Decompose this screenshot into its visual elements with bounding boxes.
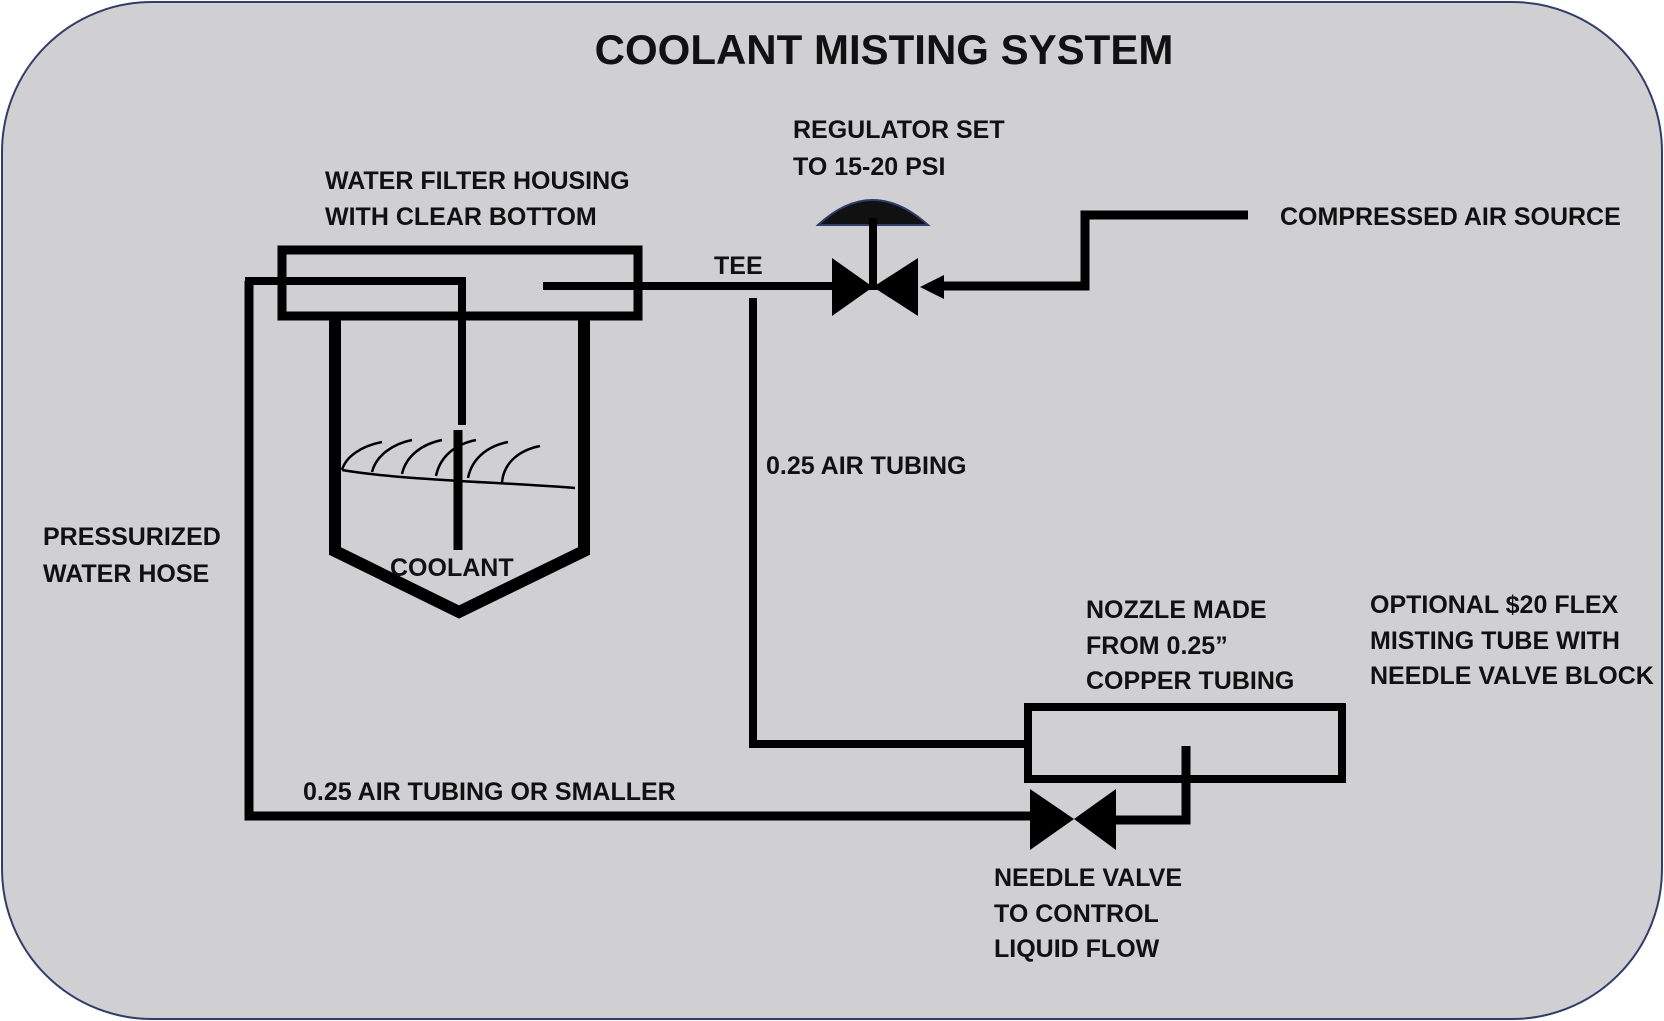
nozzle-feed-tube	[1112, 746, 1191, 825]
compressed-air-line	[940, 210, 1248, 291]
regulator-label: REGULATOR SET TO 15-20 PSI	[793, 116, 1005, 181]
filter-housing-label-line2: WITH CLEAR BOTTOM	[325, 203, 597, 231]
nozzle-label-line2: FROM 0.25”	[1086, 632, 1228, 660]
nozzle-label-line1: NOZZLE MADE	[1086, 596, 1267, 624]
air-tubing-label: 0.25 AIR TUBING	[766, 452, 967, 480]
regulator-label-line2: TO 15-20 PSI	[793, 153, 945, 181]
optional-tube-label-line1: OPTIONAL $20 FLEX	[1370, 591, 1619, 619]
nozzle-label-line3: COPPER TUBING	[1086, 667, 1294, 695]
tee-branch-tubing	[749, 298, 1028, 748]
air-flow-arrow	[920, 275, 944, 299]
pressurized-water-hose	[244, 281, 1038, 821]
small-tubing-label: 0.25 AIR TUBING OR SMALLER	[303, 778, 676, 806]
water-hose-label: PRESSURIZED WATER HOSE	[43, 523, 221, 588]
regulator-dome	[815, 199, 931, 226]
needle-valve-label-line2: TO CONTROL	[994, 900, 1159, 928]
optional-tube-label-line2: MISTING TUBE WITH	[1370, 627, 1620, 655]
coolant-waves	[340, 438, 576, 490]
compressed-air-label: COMPRESSED AIR SOURCE	[1280, 203, 1621, 231]
filter-housing-label-line1: WATER FILTER HOUSING	[325, 167, 630, 195]
needle-valve-label: NEEDLE VALVE TO CONTROL LIQUID FLOW	[994, 864, 1182, 963]
needle-valve-label-line1: NEEDLE VALVE	[994, 864, 1182, 892]
coolant-label: COOLANT	[390, 554, 514, 582]
filter-housing-label: WATER FILTER HOUSING WITH CLEAR BOTTOM	[325, 167, 630, 231]
filter-bowl	[329, 316, 590, 619]
water-hose-label-line1: PRESSURIZED	[43, 523, 221, 551]
needle-valve-label-line3: LIQUID FLOW	[994, 935, 1160, 963]
tee-label: TEE	[714, 252, 763, 280]
regulator-valve	[815, 199, 931, 316]
optional-tube-label-line3: NEEDLE VALVE BLOCK	[1370, 662, 1654, 690]
diagram-title: COOLANT MISTING SYSTEM	[595, 26, 1174, 73]
optional-tube-label: OPTIONAL $20 FLEX MISTING TUBE WITH NEED…	[1370, 591, 1654, 690]
regulator-label-line1: REGULATOR SET	[793, 116, 1005, 144]
water-hose-label-line2: WATER HOSE	[43, 560, 209, 588]
needle-valve	[1030, 789, 1116, 850]
filter-dip-tube	[245, 277, 638, 550]
nozzle-label: NOZZLE MADE FROM 0.25” COPPER TUBING	[1086, 596, 1294, 695]
